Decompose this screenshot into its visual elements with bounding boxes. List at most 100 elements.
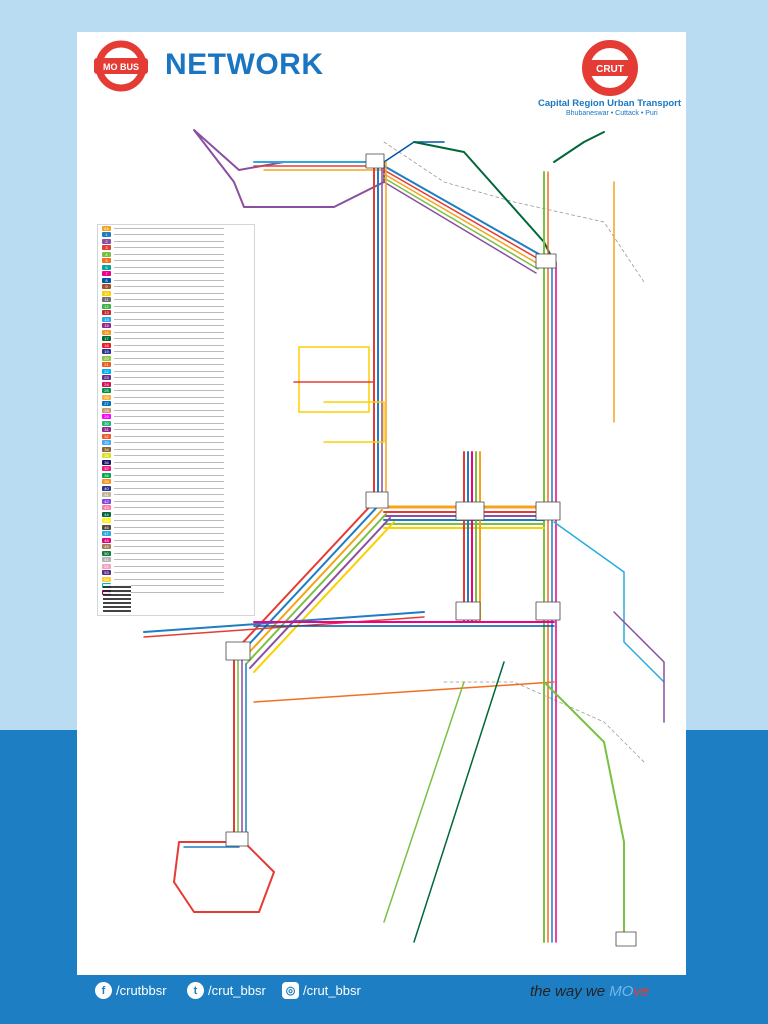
route-code-badge: 42 [102, 498, 111, 504]
legend-row: 7 [102, 271, 254, 278]
station-marker [535, 601, 561, 621]
legend-row: 6 [102, 264, 254, 271]
route-code-badge: 41 [102, 492, 111, 498]
legend-row: 29 [102, 414, 254, 421]
route-code-badge: 19 [102, 349, 111, 355]
route-code-badge: 47 [102, 531, 111, 537]
legend-row-line [114, 266, 224, 268]
legend-row: 27 [102, 401, 254, 408]
route-code-badge: 24 [102, 381, 111, 387]
legend-row: 11 [102, 297, 254, 304]
route-code-badge: 28 [102, 407, 111, 413]
route-line [613, 611, 665, 723]
legend-row: 52 [102, 563, 254, 570]
route-line [143, 616, 425, 638]
crut-full-name: Capital Region Urban Transport [538, 98, 682, 109]
route-line [193, 129, 385, 208]
legend-row-line [114, 546, 224, 548]
legend-row: 54 [102, 576, 254, 583]
instagram-icon: ◎ [282, 982, 299, 999]
route-line [241, 509, 383, 661]
legend-row: 32 [102, 433, 254, 440]
legend-row-line [114, 403, 224, 405]
legend-row: 0A [102, 225, 254, 232]
legend-row: 53 [102, 570, 254, 577]
legend-row-line [114, 370, 224, 372]
legend-row: 8 [102, 277, 254, 284]
route-code-badge: 36 [102, 459, 111, 465]
route-line [383, 141, 445, 163]
legend-row-line [114, 585, 224, 587]
legend-row: 19 [102, 349, 254, 356]
legend-row: 17 [102, 336, 254, 343]
route-code-badge: 18 [102, 342, 111, 348]
legend-row-line [114, 286, 224, 288]
legend-row: 50 [102, 550, 254, 557]
facebook-link[interactable]: f /crutbbsr [95, 982, 167, 999]
legend-row-line [114, 292, 224, 294]
crut-logo-icon: CRUT [582, 40, 638, 96]
route-network-map [143, 129, 665, 947]
district-boundary [383, 141, 645, 283]
route-line [253, 521, 395, 673]
tagline: the way we MOve [530, 983, 649, 1000]
legend-row-line [114, 409, 224, 411]
legend-row: 30 [102, 420, 254, 427]
legend-row-line [114, 578, 224, 580]
legend-row-line [114, 513, 224, 515]
legend-row-line [114, 468, 224, 470]
route-line [237, 505, 379, 657]
legend-row-line [114, 455, 224, 457]
route-code-badge: 30 [102, 420, 111, 426]
station-marker [225, 641, 251, 661]
route-code-badge: 27 [102, 401, 111, 407]
legend-row: 22 [102, 368, 254, 375]
legend-row-line [114, 487, 224, 489]
legend-row: 24 [102, 381, 254, 388]
route-code-badge: 45 [102, 518, 111, 524]
legend-row: 10 [102, 290, 254, 297]
twitter-link[interactable]: t /crut_bbsr [187, 982, 266, 999]
legend-row: 46 [102, 524, 254, 531]
crut-logo-text: CRUT [596, 64, 624, 75]
legend-row-line [114, 552, 224, 554]
route-code-badge: 46 [102, 524, 111, 530]
route-code-badge: 0A [102, 225, 111, 231]
legend-row-line [114, 416, 224, 418]
legend-row-line [114, 260, 224, 262]
facebook-handle: /crutbbsr [116, 983, 167, 998]
route-code-badge: 35 [102, 453, 111, 459]
station-marker [455, 601, 481, 621]
route-code-badge: 49 [102, 544, 111, 550]
legend-row: 43 [102, 505, 254, 512]
legend-row: 9 [102, 284, 254, 291]
twitter-icon: t [187, 982, 204, 999]
legend-row-line [114, 312, 224, 314]
legend-row: 15 [102, 323, 254, 330]
twitter-handle: /crut_bbsr [208, 983, 266, 998]
legend-row-line [114, 520, 224, 522]
legend-row-line [114, 559, 224, 561]
station-marker [225, 831, 249, 847]
legend-row-line [114, 474, 224, 476]
station-marker [455, 501, 485, 521]
route-code-badge: 51 [102, 557, 111, 563]
qr-code-icon[interactable] [103, 584, 131, 612]
legend-row: 12 [102, 303, 254, 310]
legend-row: 45 [102, 518, 254, 525]
route-line [298, 346, 370, 413]
legend-row: 48 [102, 537, 254, 544]
route-code-badge: 20 [102, 355, 111, 361]
legend-row-line [114, 331, 224, 333]
instagram-link[interactable]: ◎ /crut_bbsr [282, 982, 361, 999]
legend-row: 3 [102, 245, 254, 252]
route-line [233, 501, 375, 653]
route-code-badge: 6 [102, 264, 111, 270]
facebook-icon: f [95, 982, 112, 999]
legend-row: 38 [102, 472, 254, 479]
legend-row-line [114, 591, 224, 593]
legend-row-line [114, 565, 224, 567]
route-line [553, 131, 605, 163]
legend-row: 2 [102, 238, 254, 245]
